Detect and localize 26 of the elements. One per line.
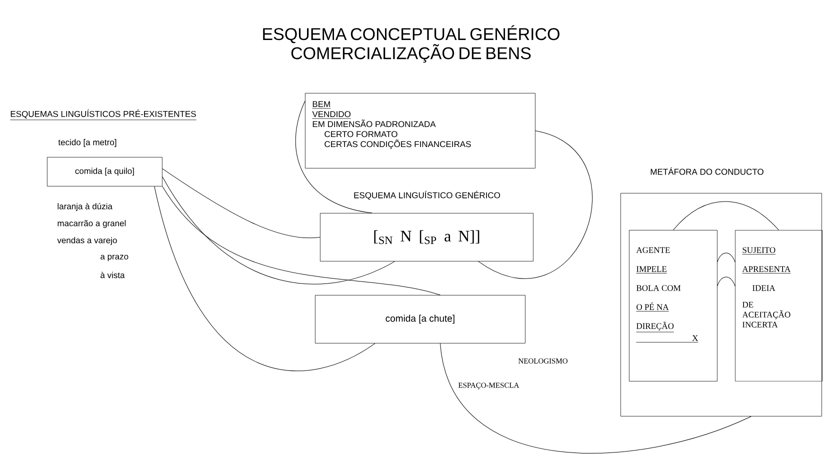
connector-curve [717,276,736,286]
example-text: tecido [a metro] [58,139,116,147]
box-heading: METÁFORA DO CONDUCTO [650,167,764,175]
text-box: AGENTE IMPELE BOLA COM O PÉ NA DIREÇÃO X [629,230,718,382]
text-box: comida [a chute] [315,295,526,344]
example-text: laranja à dúzia [58,203,112,211]
text-box: SUJEITO APRESENTA IDEIA DE ACEITAÇÃO INCERTA [735,230,822,382]
connector-curve [162,168,320,238]
concept-box: BEM VENDIDO EM DIMENSÃO PADRONIZADA CERTO FORMATO CERTAS CONDIÇÕES FINANCEIRAS [305,93,536,168]
text-box: comida [a quilo] [47,157,162,186]
connector-curve [162,176,395,284]
connector-curve [672,201,779,230]
schema-box: [$_{SN}$ N [$_{SP}$ a N]] [320,213,534,262]
section-heading: ESQUEMAS LINGUÍSTICOS PRÉ-EXISTENTES [10,110,196,120]
example-text: macarrão a granel [58,220,126,228]
example-text: a prazo [100,254,128,262]
connector-curve [717,252,736,262]
example-text: à vista [100,272,125,278]
box-heading: ESQUEMA LINGUÍSTICO GENÉRICO [354,190,500,200]
connector-curve [154,186,376,372]
connector-curve [295,100,372,214]
connector-curve [162,186,440,296]
connector-curve [478,130,592,279]
connector-curve [440,343,752,454]
title: ESQUEMA CONCEPTUAL GENÉRICO COMERCIALIZAÇÃO DE BENS [263,25,560,63]
example-text: vendas a varejo [57,237,117,245]
